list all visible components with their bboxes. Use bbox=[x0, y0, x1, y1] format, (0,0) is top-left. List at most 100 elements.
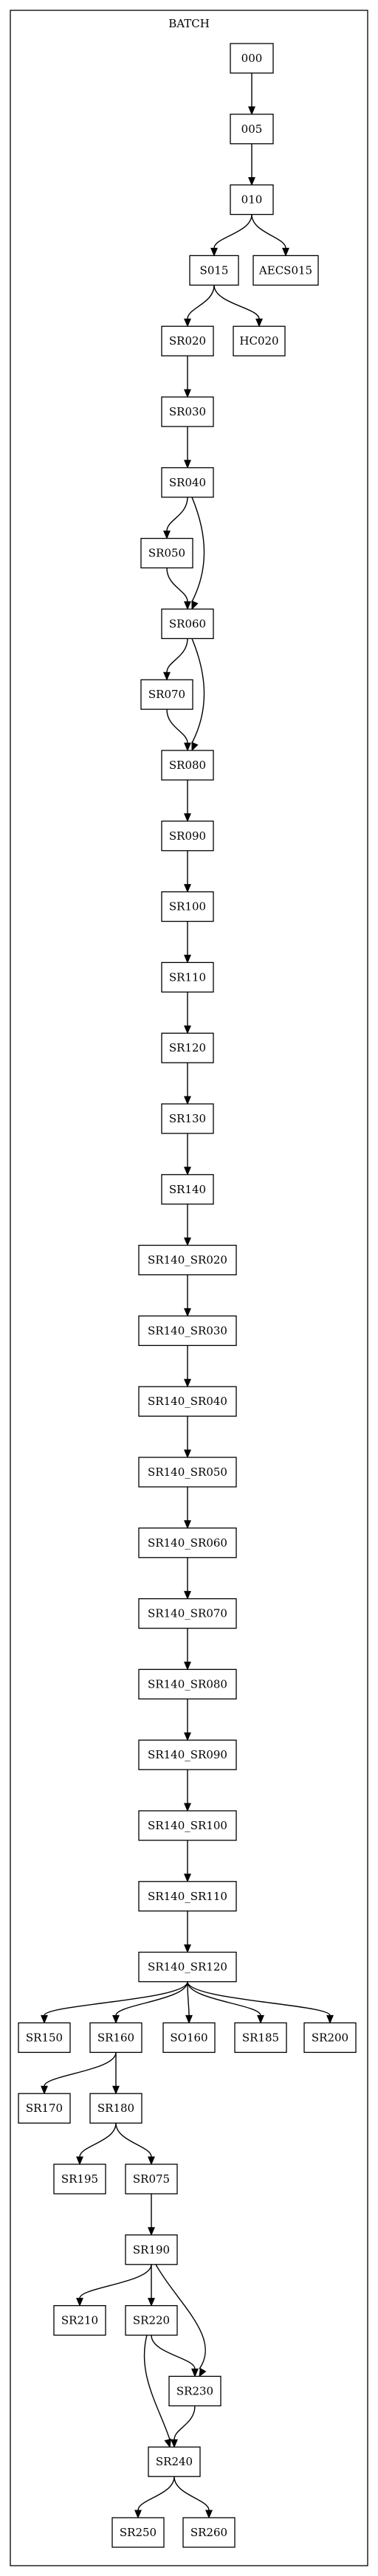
node-box bbox=[189, 255, 239, 286]
edge-SR110-to-SR120 bbox=[184, 992, 191, 1035]
edge-SR220-to-SR240 bbox=[143, 2335, 172, 2448]
edge-line bbox=[191, 497, 205, 602]
node-sr195: SR195 bbox=[53, 2164, 106, 2195]
arrow-head bbox=[163, 671, 171, 681]
node-box bbox=[148, 2446, 201, 2477]
node-label: 005 bbox=[241, 122, 263, 136]
arrow-head bbox=[76, 2298, 83, 2307]
node-label: SR250 bbox=[120, 2526, 157, 2539]
node-label: AECS015 bbox=[258, 263, 312, 277]
node-box bbox=[138, 1739, 237, 1770]
node-box bbox=[140, 537, 193, 569]
node-sr050: SR050 bbox=[140, 537, 193, 569]
edge-SR140_SR070-to-SR140_SR080 bbox=[184, 1628, 191, 1671]
node-box bbox=[140, 679, 193, 710]
node-box bbox=[18, 2093, 71, 2124]
edge-SR220-to-SR230 bbox=[151, 2335, 199, 2378]
node-box bbox=[138, 1386, 237, 1417]
node-sr220: SR220 bbox=[125, 2304, 178, 2336]
node-label: SR220 bbox=[133, 2314, 170, 2327]
edge-line bbox=[44, 2052, 117, 2087]
edge-SR140_SR110-to-SR140_SR120 bbox=[184, 1910, 191, 1953]
node-box bbox=[230, 43, 274, 74]
cluster-title: BATCH bbox=[168, 17, 210, 30]
node-sr090: SR090 bbox=[161, 821, 214, 852]
arrow-head bbox=[184, 1308, 191, 1317]
edge-SR140_SR120-to-SR160 bbox=[112, 1981, 188, 2024]
node-label: SR230 bbox=[176, 2384, 213, 2397]
node-sr130: SR130 bbox=[161, 1103, 214, 1134]
arrow-head bbox=[184, 1449, 191, 1459]
node-label: 000 bbox=[241, 52, 263, 65]
node-box bbox=[111, 2517, 165, 2548]
edge-line bbox=[173, 2406, 196, 2440]
edge-SR230-to-SR240 bbox=[171, 2406, 196, 2448]
arrow-head bbox=[184, 1803, 191, 1812]
node-sr170: SR170 bbox=[18, 2093, 71, 2124]
arrow-head bbox=[163, 531, 171, 539]
arrow-head bbox=[148, 2227, 155, 2237]
node-label: SR140_SR080 bbox=[148, 1677, 227, 1691]
node-box bbox=[161, 325, 214, 356]
edge-SR140_SR120-to-SR150 bbox=[41, 1981, 188, 2024]
edge-SR030-to-SR040 bbox=[184, 427, 191, 469]
edge-SR020-to-SR030 bbox=[184, 356, 191, 398]
node-label: SR120 bbox=[169, 1041, 206, 1054]
arrow-head bbox=[148, 2298, 155, 2307]
edge-line bbox=[213, 285, 260, 320]
edge-line bbox=[187, 1981, 190, 2016]
arrow-head bbox=[41, 2085, 48, 2095]
node-box bbox=[138, 1881, 237, 1912]
node-sr185: SR185 bbox=[234, 2022, 287, 2054]
node-label: SR140_SR020 bbox=[148, 1254, 227, 1267]
node-000: 000 bbox=[230, 43, 274, 74]
edge-S015-to-HC020 bbox=[213, 285, 263, 328]
node-sr140-sr040: SR140_SR040 bbox=[138, 1386, 237, 1417]
edge-SR160-to-SR180 bbox=[112, 2052, 120, 2095]
arrow-head bbox=[282, 247, 289, 257]
node-label: SR050 bbox=[148, 547, 185, 560]
arrow-head bbox=[171, 2439, 178, 2448]
node-label: SR195 bbox=[61, 2172, 98, 2186]
node-label: HC020 bbox=[239, 334, 278, 348]
edge-line bbox=[115, 1981, 188, 2016]
node-sr110: SR110 bbox=[161, 961, 214, 993]
arrow-head bbox=[184, 1237, 191, 1246]
arrow-head bbox=[112, 2014, 120, 2024]
edge-SR140_SR120-to-SR185 bbox=[187, 1981, 264, 2024]
node-box bbox=[161, 891, 214, 922]
node-box bbox=[162, 2022, 216, 2054]
node-box bbox=[138, 1951, 237, 1983]
node-label: SR140_SR030 bbox=[148, 1324, 227, 1337]
node-label: SR170 bbox=[26, 2102, 63, 2115]
edge-line bbox=[166, 709, 188, 744]
node-label: SR240 bbox=[156, 2455, 193, 2468]
node-label: SR140_SR120 bbox=[148, 1961, 227, 1974]
node-box bbox=[161, 1174, 214, 1205]
node-box bbox=[182, 2517, 236, 2548]
edge-SR160-to-SR170 bbox=[41, 2052, 117, 2095]
node-box bbox=[234, 2022, 287, 2054]
node-label: SR140_SR040 bbox=[148, 1395, 227, 1408]
arrow-head bbox=[248, 106, 255, 116]
node-label: SR020 bbox=[169, 334, 206, 348]
node-label: SR100 bbox=[169, 900, 206, 914]
node-sr200: SR200 bbox=[303, 2022, 357, 2054]
edge-SR140_SR090-to-SR140_SR100 bbox=[184, 1769, 191, 1812]
edge-SR180-to-SR195 bbox=[76, 2123, 117, 2166]
node-sr020: SR020 bbox=[161, 325, 214, 356]
node-box bbox=[125, 2304, 178, 2336]
node-box bbox=[125, 2164, 178, 2195]
node-sr070: SR070 bbox=[140, 679, 193, 710]
node-box bbox=[138, 1315, 237, 1347]
node-sr140-sr070: SR140_SR070 bbox=[138, 1598, 237, 1629]
node-box bbox=[138, 1527, 237, 1558]
node-box bbox=[89, 2093, 142, 2124]
arrow-head bbox=[184, 460, 191, 469]
arrow-head bbox=[184, 1591, 191, 1600]
node-box bbox=[161, 821, 214, 852]
node-box bbox=[138, 1598, 237, 1629]
edge-SR100-to-SR110 bbox=[184, 921, 191, 964]
node-label: SR075 bbox=[133, 2172, 170, 2186]
node-sr140-sr090: SR140_SR090 bbox=[138, 1739, 237, 1770]
